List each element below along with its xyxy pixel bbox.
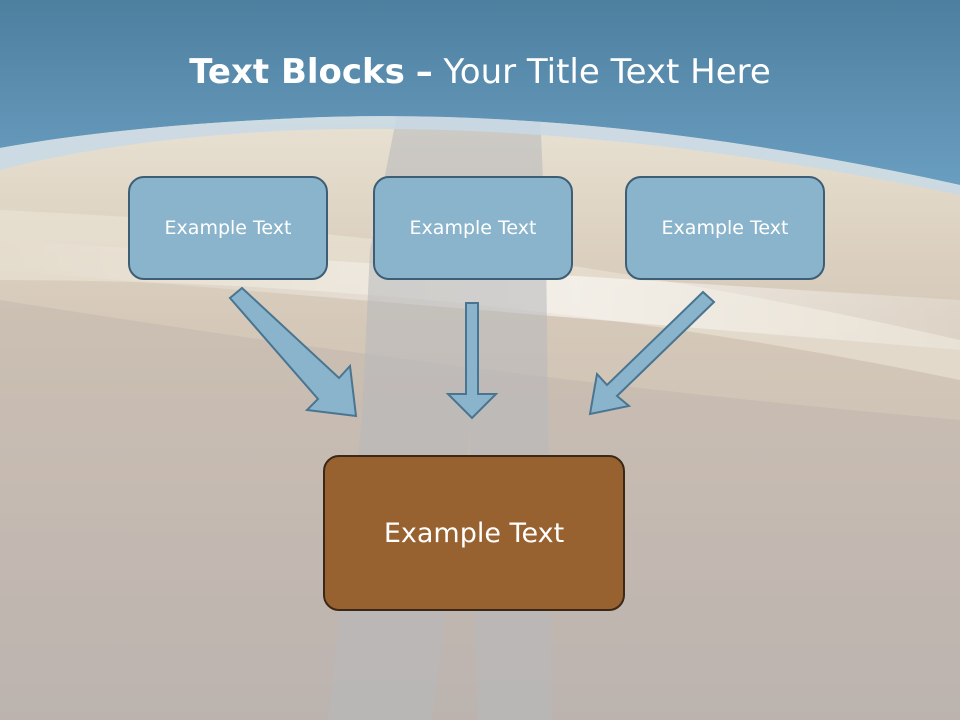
title-rest: Your Title Text Here [443, 52, 771, 92]
slide-title: Text Blocks – Your Title Text Here [0, 52, 960, 92]
arrow-left-to-center [228, 286, 358, 418]
arrow-right-to-center [588, 290, 716, 416]
target-text-block-label: Example Text [383, 517, 565, 549]
text-block-right: Example Text [625, 176, 825, 280]
text-block-center-label: Example Text [409, 217, 537, 239]
text-block-left-label: Example Text [164, 217, 292, 239]
title-bold: Text Blocks [189, 52, 405, 92]
text-block-right-label: Example Text [661, 217, 789, 239]
title-separator: – [415, 52, 433, 92]
text-block-left: Example Text [128, 176, 328, 280]
target-text-block: Example Text [323, 455, 625, 611]
text-block-center: Example Text [373, 176, 573, 280]
arrow-down-center [445, 302, 499, 420]
